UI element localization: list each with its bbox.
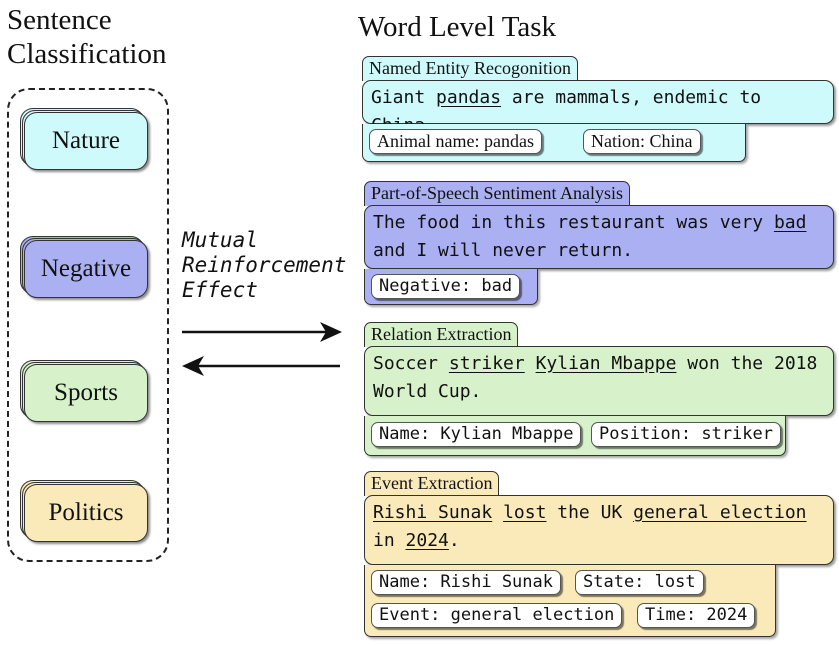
pos-tag-row: Negative: bad [364,269,538,305]
ee-entity-election: general election [633,502,807,523]
ee-entity-2024: 2024 [405,530,449,551]
ner-title: Named Entity Recogonition [362,56,578,81]
re-tag-position: Position: striker [591,422,781,447]
re-title: Relation Extraction [364,322,519,347]
left-heading: Sentence Classification [7,3,166,71]
ee-sentence: Rishi Sunak lost the UK general election… [364,495,834,565]
mutual-line3: Effect [182,278,258,302]
ee-entity-lost: lost [503,502,547,523]
mutual-line1: Mutual [182,228,258,252]
pos-sentence: The food in this restaurant was very bad… [364,205,834,269]
class-politics-label: Politics [24,484,148,542]
mutual-line2: Reinforcement [182,253,347,277]
re-tag-row: Name: Kylian Mbappe Position: striker [364,416,786,456]
re-entity-striker: striker [448,353,525,374]
class-negative: Negative [20,236,148,298]
ee-tag-event: Event: general election [371,603,623,628]
right-heading: Word Level Task [358,11,557,43]
left-heading-line2: Classification [7,38,167,70]
ner-entity-pandas: pandas [436,87,502,108]
class-negative-label: Negative [24,240,148,298]
ner-sentence: Giant pandas are mammals, endemic to Chi… [362,80,834,136]
re-sentence: Soccer striker Kylian Mbappe won the 201… [364,346,834,416]
ee-title: Event Extraction [364,471,500,496]
ner-tag-nation: Nation: China [583,129,701,154]
bidirectional-arrows [182,322,342,376]
ee-entity-sunak: Rishi Sunak [373,502,493,523]
arrow-right-head [320,322,342,342]
class-nature: Nature [20,108,148,170]
ee-tag-name: Name: Rishi Sunak [371,570,561,595]
ee-tag-time: Time: 2024 [637,603,756,628]
arrow-left-head [182,356,204,376]
ee-tag-row: Name: Rishi Sunak State: lost Event: gen… [364,565,776,637]
class-group [7,88,169,562]
pos-tag-negative: Negative: bad [371,274,521,299]
ner-tag-animal: Animal name: pandas [369,129,542,154]
class-politics: Politics [20,480,148,542]
ner-tag-row: Animal name: pandas Nation: China [362,124,746,162]
class-sports-label: Sports [24,364,148,422]
mutual-reinforcement-label: Mutual Reinforcement Effect [182,228,346,303]
pos-word-bad: bad [773,212,807,233]
class-nature-label: Nature [24,112,148,170]
class-sports: Sports [20,360,148,422]
ee-tag-state: State: lost [575,570,704,595]
left-heading-line1: Sentence [7,4,112,36]
pos-title: Part-of-Speech Sentiment Analysis [364,181,630,206]
re-tag-name: Name: Kylian Mbappe [371,422,582,447]
re-entity-mbappe: Kylian Mbappe [535,353,677,374]
